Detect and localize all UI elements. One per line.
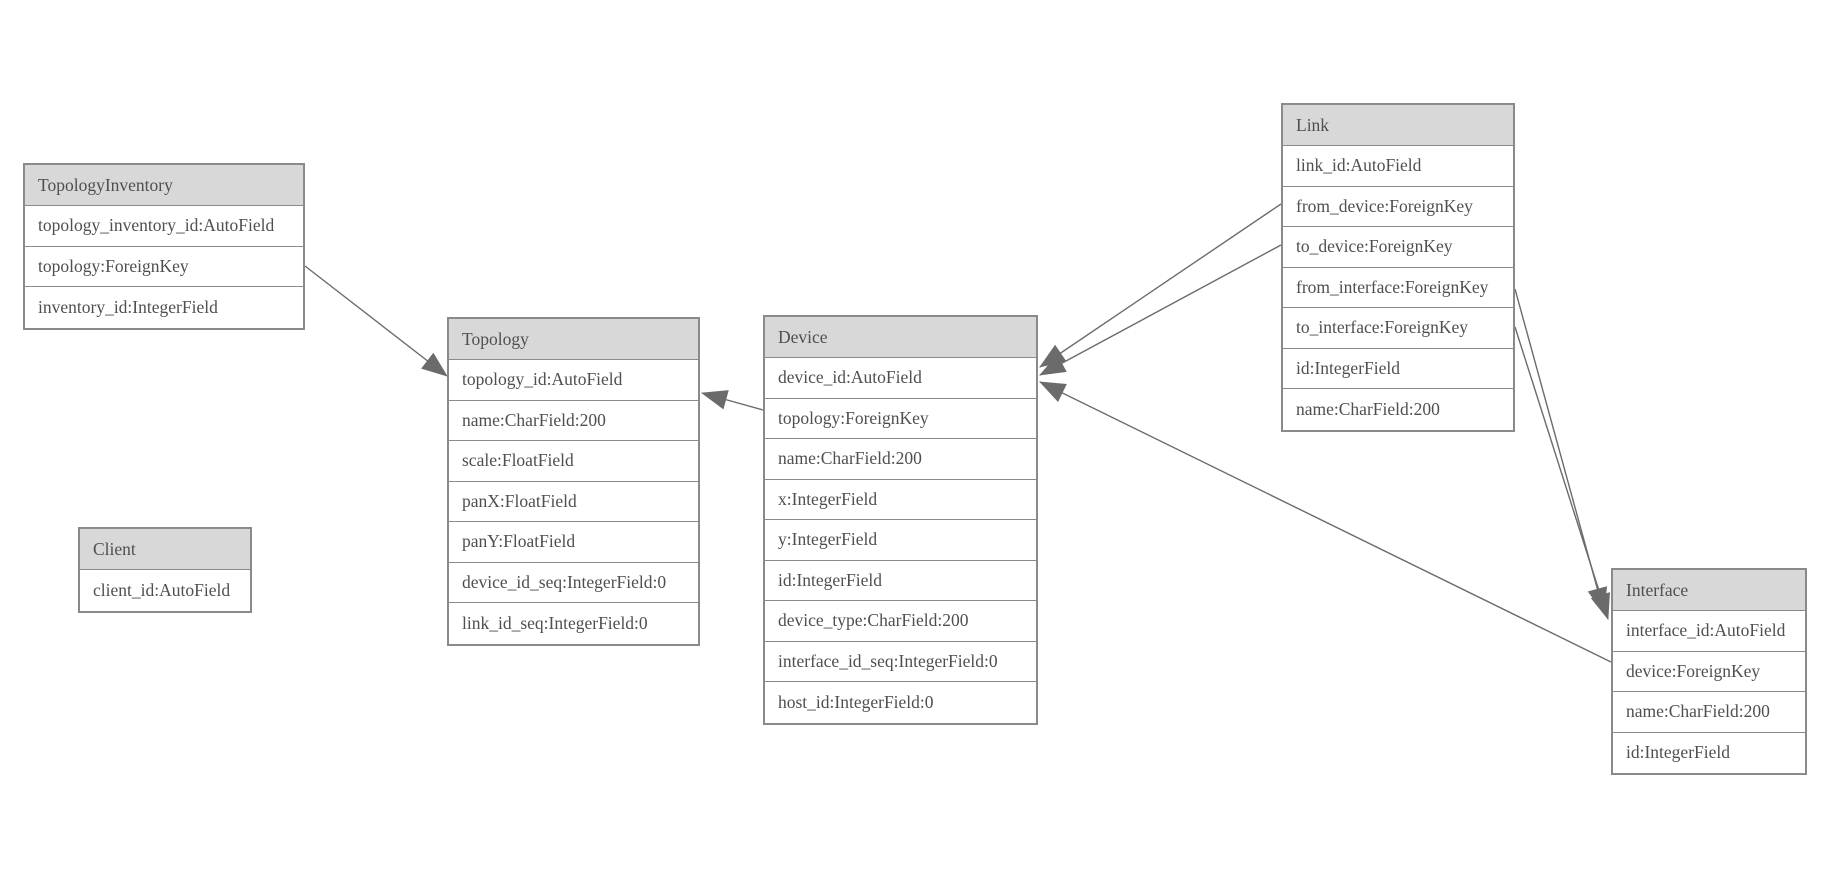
field-row: from_device:ForeignKey (1283, 186, 1513, 227)
entity-client[interactable]: Client client_id:AutoField (78, 527, 252, 613)
entity-title: Topology (449, 319, 698, 360)
field-row: id:IntegerField (1283, 348, 1513, 389)
field-row: panY:FloatField (449, 522, 698, 563)
entity-title: Client (80, 529, 250, 570)
field-row: client_id:AutoField (80, 570, 250, 611)
field-row: topology_inventory_id:AutoField (25, 206, 303, 247)
entity-title: Device (765, 317, 1036, 358)
field-row: scale:FloatField (449, 441, 698, 482)
field-row: topology_id:AutoField (449, 360, 698, 401)
field-row: name:CharField:200 (1283, 389, 1513, 430)
edge-topologyinventory-topology (304, 265, 448, 377)
edge-device-topology (701, 390, 764, 411)
field-row: panX:FloatField (449, 481, 698, 522)
field-row: device_id_seq:IntegerField:0 (449, 562, 698, 603)
field-row: device:ForeignKey (1613, 651, 1805, 692)
field-row: inventory_id:IntegerField (25, 287, 303, 328)
field-row: interface_id_seq:IntegerField:0 (765, 641, 1036, 682)
field-row: from_interface:ForeignKey (1283, 267, 1513, 308)
field-row: y:IntegerField (765, 520, 1036, 561)
field-row: name:CharField:200 (1613, 692, 1805, 733)
field-row: device_id:AutoField (765, 358, 1036, 399)
field-row: topology:ForeignKey (25, 246, 303, 287)
field-row: topology:ForeignKey (765, 398, 1036, 439)
entity-topologyinventory[interactable]: TopologyInventory topology_inventory_id:… (23, 163, 305, 330)
entity-title: Interface (1613, 570, 1805, 611)
field-row: id:IntegerField (1613, 732, 1805, 773)
edge-link-todevice-device (1039, 244, 1282, 376)
field-row: x:IntegerField (765, 479, 1036, 520)
entity-field-list: client_id:AutoField (80, 570, 250, 611)
field-row: name:CharField:200 (765, 439, 1036, 480)
entity-title: Link (1283, 105, 1513, 146)
edge-link-fromdevice-device (1039, 203, 1282, 368)
field-row: device_type:CharField:200 (765, 601, 1036, 642)
field-row: host_id:IntegerField:0 (765, 682, 1036, 723)
field-row: id:IntegerField (765, 560, 1036, 601)
edge-interface-device (1039, 381, 1612, 663)
field-row: to_interface:ForeignKey (1283, 308, 1513, 349)
field-row: to_device:ForeignKey (1283, 227, 1513, 268)
field-row: interface_id:AutoField (1613, 611, 1805, 652)
field-row: link_id:AutoField (1283, 146, 1513, 187)
field-row: link_id_seq:IntegerField:0 (449, 603, 698, 644)
entity-title: TopologyInventory (25, 165, 303, 206)
edge-link-tointerface-interface (1514, 326, 1610, 620)
field-row: name:CharField:200 (449, 400, 698, 441)
